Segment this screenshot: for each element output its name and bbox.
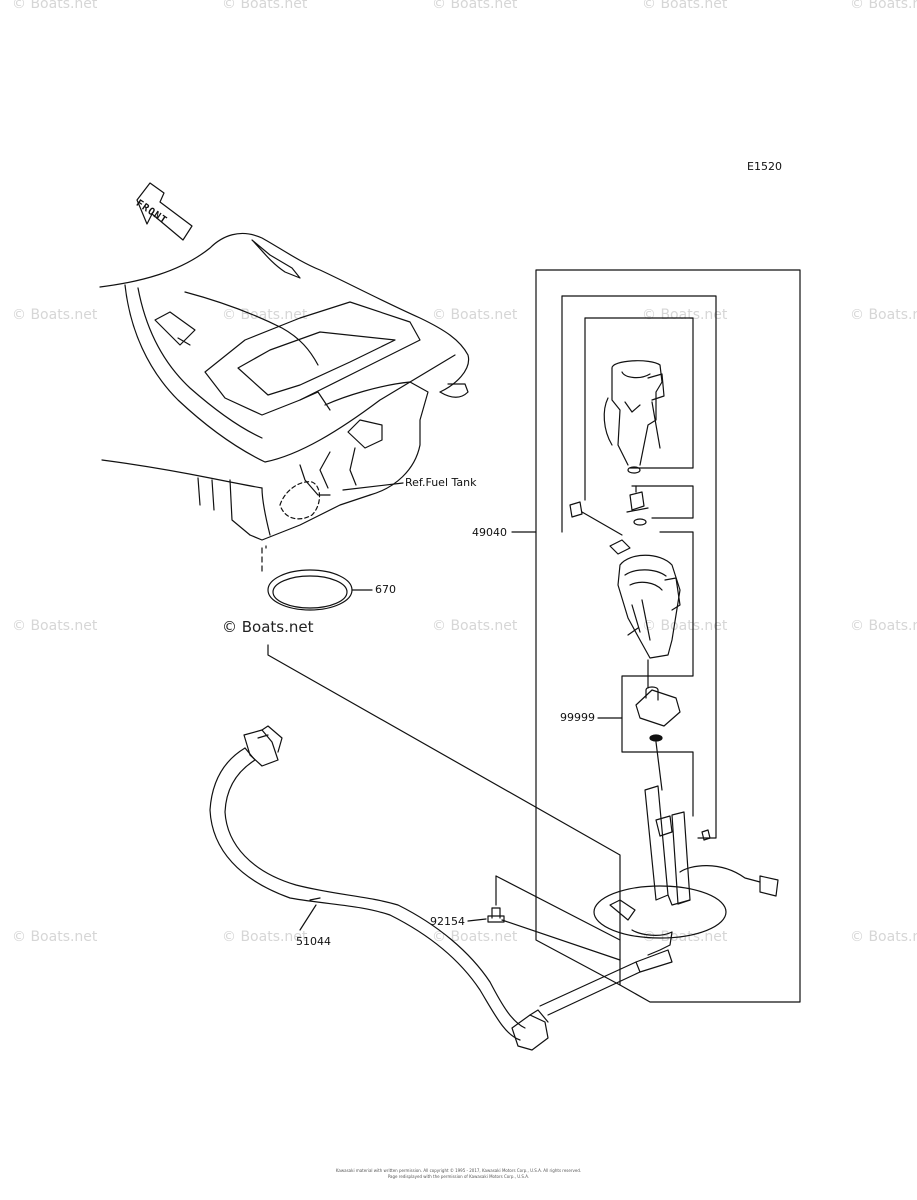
bolt-92154-part [487, 907, 505, 923]
watermark: © Boats.net [222, 0, 308, 12]
subassembly-frame [584, 317, 694, 469]
leader-line [495, 875, 621, 986]
watermark: © Boats.net [222, 929, 308, 945]
screw-part [569, 501, 631, 555]
callout-92154: 92154 [430, 915, 465, 928]
watermark: © Boats.net [642, 929, 728, 945]
copyright-footer-line2: Page redisplayed with the permission of … [387, 1174, 530, 1179]
cap-99999-part [635, 686, 681, 742]
gasket-670-ring [267, 569, 353, 611]
fuel-outlet-fitting [539, 949, 673, 1016]
watermark: © Boats.net [642, 307, 728, 323]
watermark: © Boats.net [642, 0, 728, 12]
regulator-part [626, 485, 649, 526]
subassembly-frame [621, 531, 694, 817]
callout-51044: 51044 [296, 935, 331, 948]
callout-670: 670 [375, 583, 396, 596]
watermark: © Boats.net [850, 618, 917, 634]
callout-49040: 49040 [472, 526, 507, 539]
watermark: © Boats.net [12, 0, 98, 12]
front-arrow-icon [136, 182, 193, 241]
diagram-code: E1520 [747, 160, 782, 173]
pump-base-plate [593, 885, 727, 956]
watermark-strong: © Boats.net [222, 618, 314, 636]
leader-line [299, 904, 317, 931]
watermark: © Boats.net [12, 929, 98, 945]
watermark: © Boats.net [850, 307, 917, 323]
fuel-tank-outline [99, 233, 470, 541]
watermark: © Boats.net [850, 0, 917, 12]
watermark: © Boats.net [432, 0, 518, 12]
callout-ref-fuel-tank: Ref.Fuel Tank [405, 476, 477, 489]
watermark: © Boats.net [12, 307, 98, 323]
copyright-footer-line1: Kawasaki material with written permissio… [335, 1168, 582, 1173]
subassembly-frame [561, 295, 717, 839]
callout-99999: 99999 [560, 711, 595, 724]
leader-line [342, 482, 404, 491]
watermark: © Boats.net [12, 618, 98, 634]
leader-line [501, 919, 621, 961]
assembly-frame [535, 269, 801, 1003]
leader-line [467, 918, 487, 922]
watermark: © Boats.net [850, 929, 917, 945]
subassembly-frame [631, 485, 694, 519]
watermark: © Boats.net [432, 618, 518, 634]
watermark: © Boats.net [642, 618, 728, 634]
leader-line [655, 741, 663, 791]
fuel-pump-module [603, 360, 665, 474]
leader-line [267, 644, 621, 941]
pump-bracket [644, 785, 779, 906]
watermark: © Boats.net [432, 307, 518, 323]
fuel-hose-51044 [209, 725, 549, 1051]
fuel-pump-body [617, 554, 681, 659]
